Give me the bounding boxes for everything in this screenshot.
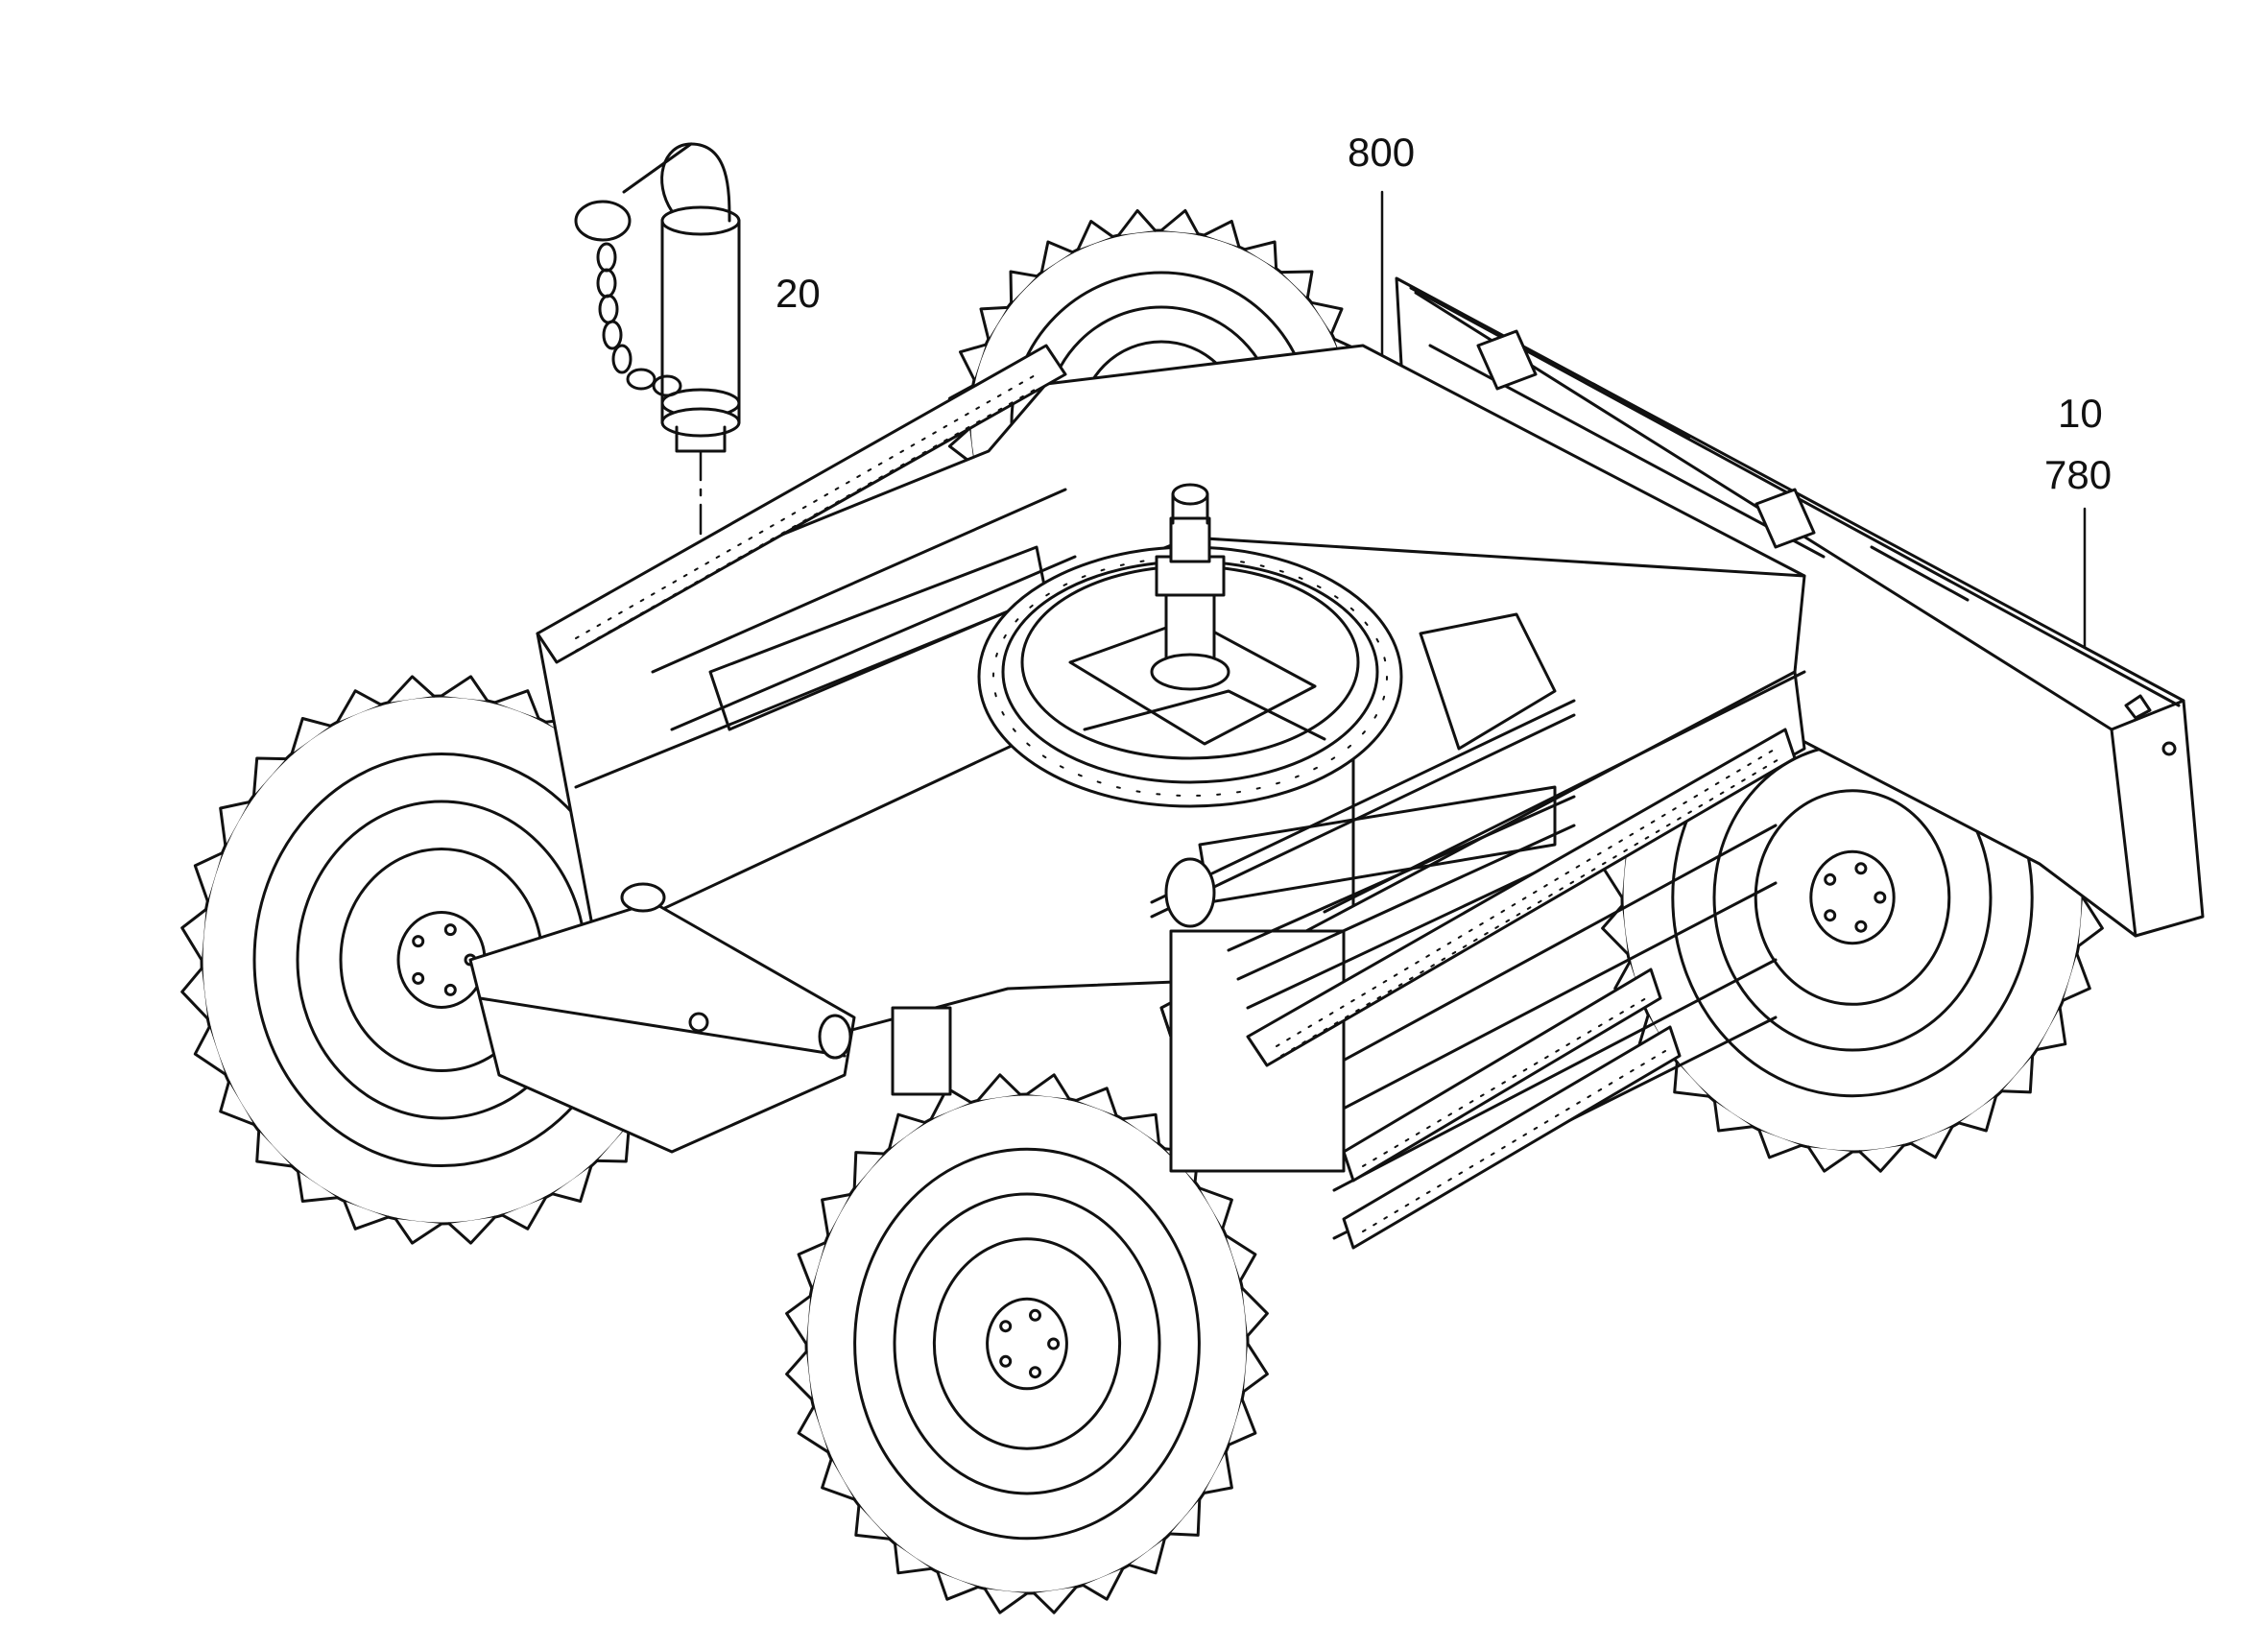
callout-800: 800 [1348, 130, 1416, 175]
swivel-joint [1150, 483, 1230, 691]
locking-pin [574, 142, 741, 453]
perforated-steps [536, 344, 1797, 1250]
callout-20: 20 [776, 271, 821, 316]
front-axle [468, 882, 952, 1154]
tire-front-right [785, 1073, 1269, 1614]
drive-shaft [1150, 612, 1576, 928]
pin-chain [596, 242, 682, 397]
callout-780: 780 [2044, 452, 2113, 497]
callout-10: 10 [2058, 391, 2103, 436]
